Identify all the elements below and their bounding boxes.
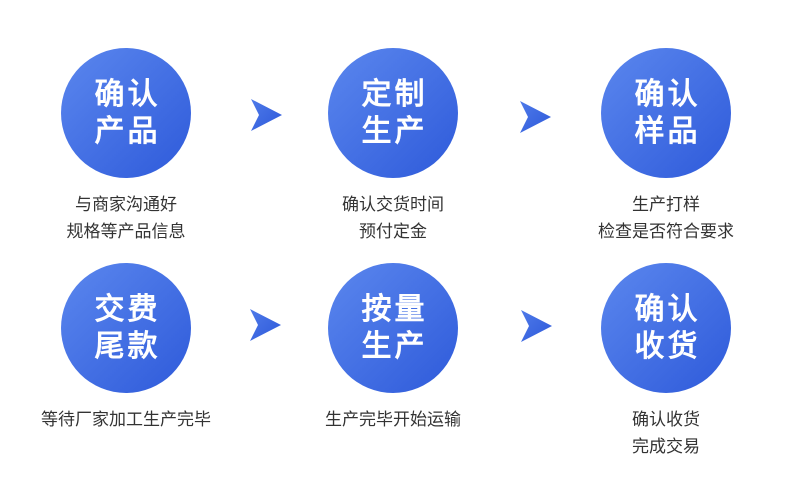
caption-line: 确认交货时间 [342,195,444,214]
arrow-right-icon [520,101,551,133]
step-confirm-product: 确认 产品 与商家沟通好 规格等产品信息 [6,48,246,245]
step-title-line: 生产 [361,115,428,148]
step-confirm-sample: 确认 样品 生产打样 检查是否符合要求 [546,48,786,245]
caption-line: 与商家沟通好 [75,195,177,214]
step-caption: 确认交货时间 预付定金 [273,191,513,245]
caption-line: 确认收货 [632,410,700,429]
step-caption: 等待厂家加工生产完毕 [6,406,246,433]
step-circle: 交费 尾款 [61,263,191,393]
caption-line: 完成交易 [632,437,700,456]
step-title: 确认 样品 [632,76,701,150]
step-title-line: 生产 [361,330,428,363]
caption-line: 等待厂家加工生产完毕 [41,410,211,429]
step-title-line: 确认 [634,78,701,111]
step-title: 按量 生产 [359,291,428,365]
step-title: 交费 尾款 [92,291,161,365]
step-pay-balance: 交费 尾款 等待厂家加工生产完毕 [6,263,246,433]
arrow-right-icon [521,310,552,342]
arrow-right-icon [250,309,281,341]
step-title-line: 样品 [634,115,701,148]
step-title: 确认 收货 [632,291,701,365]
step-circle: 确认 收货 [601,263,731,393]
step-title: 确认 产品 [92,76,161,150]
caption-line: 检查是否符合要求 [598,222,734,241]
caption-line: 生产打样 [632,195,700,214]
step-circle: 定制 生产 [328,48,458,178]
step-title-line: 确认 [94,78,161,111]
step-title-line: 收货 [634,330,701,363]
step-title-line: 确认 [634,293,701,326]
step-custom-production: 定制 生产 确认交货时间 预付定金 [273,48,513,245]
step-title-line: 按量 [361,293,428,326]
step-confirm-receipt: 确认 收货 确认收货 完成交易 [546,263,786,460]
step-title: 定制 生产 [359,76,428,150]
caption-line: 生产完毕开始运输 [325,410,461,429]
step-circle: 按量 生产 [328,263,458,393]
step-title-line: 定制 [361,78,428,111]
step-title-line: 产品 [94,115,161,148]
step-volume-production: 按量 生产 生产完毕开始运输 [273,263,513,433]
step-caption: 确认收货 完成交易 [546,406,786,460]
step-caption: 与商家沟通好 规格等产品信息 [6,191,246,245]
caption-line: 预付定金 [359,222,427,241]
step-title-line: 尾款 [94,330,161,363]
step-caption: 生产打样 检查是否符合要求 [546,191,786,245]
arrow-right-icon [251,99,282,131]
step-circle: 确认 产品 [61,48,191,178]
step-circle: 确认 样品 [601,48,731,178]
caption-line: 规格等产品信息 [66,222,186,241]
step-title-line: 交费 [94,293,161,326]
step-caption: 生产完毕开始运输 [273,406,513,433]
